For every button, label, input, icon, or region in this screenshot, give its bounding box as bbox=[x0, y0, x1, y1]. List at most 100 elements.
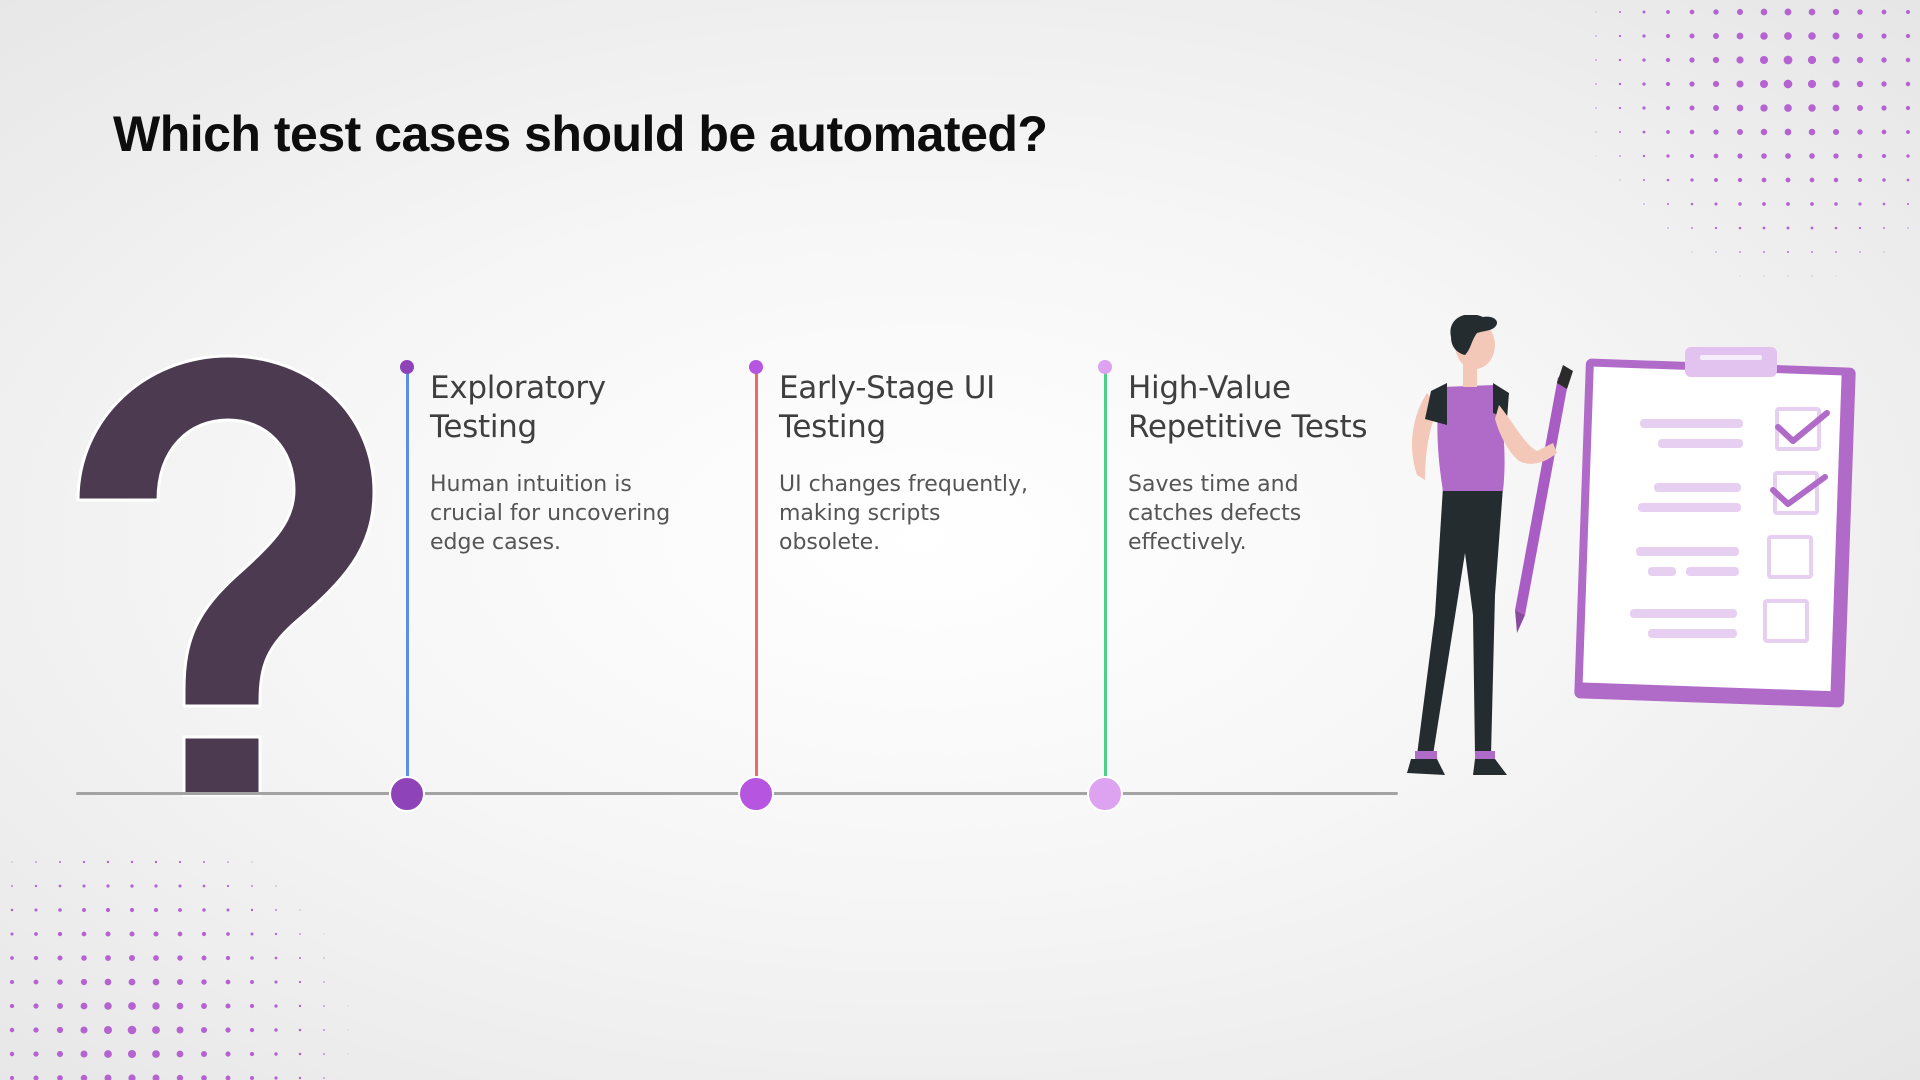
decorative-dot bbox=[1643, 203, 1645, 205]
decorative-dot bbox=[33, 979, 39, 985]
decorative-dot bbox=[1642, 10, 1646, 14]
decorative-dot bbox=[178, 884, 182, 888]
timeline-top-marker bbox=[400, 360, 414, 374]
decorative-dot bbox=[249, 1075, 255, 1080]
decorative-dot bbox=[10, 908, 14, 912]
decorative-dot bbox=[1832, 80, 1840, 88]
decorative-dot bbox=[178, 908, 182, 912]
decorative-dot bbox=[104, 1050, 112, 1058]
decorative-dot bbox=[274, 1028, 278, 1032]
decorative-dot bbox=[1736, 56, 1744, 64]
decorative-dot bbox=[1832, 56, 1840, 64]
decorative-dot bbox=[106, 860, 110, 864]
decorative-dot bbox=[347, 1029, 349, 1031]
decorative-dot bbox=[225, 1075, 231, 1080]
decorative-dot bbox=[105, 907, 111, 913]
decorative-dot bbox=[1833, 153, 1839, 159]
decorative-dot bbox=[201, 1003, 207, 1009]
decorative-dot bbox=[128, 978, 136, 986]
decorative-dot bbox=[1595, 83, 1597, 85]
decorative-dot bbox=[323, 1005, 325, 1007]
decorative-dot bbox=[1761, 153, 1767, 159]
decorative-dot bbox=[1642, 58, 1646, 62]
decorative-dot bbox=[1642, 130, 1646, 134]
decorative-dot bbox=[80, 1026, 88, 1034]
decorative-dot bbox=[1619, 131, 1621, 133]
decorative-dot bbox=[176, 1026, 184, 1034]
decorative-dot bbox=[250, 980, 254, 984]
decorative-dot bbox=[1761, 177, 1767, 183]
decorative-dot bbox=[274, 1052, 278, 1056]
page-title: Which test cases should be automated? bbox=[113, 106, 1048, 162]
decorative-dot bbox=[1714, 226, 1718, 230]
decorative-dot bbox=[1906, 202, 1910, 206]
decorative-dot bbox=[1690, 178, 1694, 182]
decorative-dot bbox=[1618, 82, 1622, 86]
decorative-dot bbox=[1811, 275, 1813, 277]
decorative-dot bbox=[1619, 155, 1621, 157]
decorative-dot bbox=[56, 1002, 64, 1010]
decorative-dot-pattern-top-right bbox=[1595, 8, 1911, 277]
decorative-dot bbox=[1689, 105, 1695, 111]
decorative-dot bbox=[1858, 178, 1862, 182]
decorative-dot bbox=[226, 932, 230, 936]
decorative-dot bbox=[249, 1003, 255, 1009]
decorative-dot bbox=[1738, 226, 1742, 230]
decorative-dot bbox=[154, 884, 158, 888]
decorative-dot bbox=[129, 955, 135, 961]
decorative-dot bbox=[127, 1049, 137, 1059]
decorative-dot bbox=[1691, 251, 1693, 253]
decorative-dot bbox=[1832, 32, 1840, 40]
decorative-dot bbox=[177, 955, 183, 961]
decorative-dot bbox=[1689, 33, 1695, 39]
decorative-dot bbox=[275, 885, 277, 887]
decorative-dot bbox=[34, 932, 38, 936]
decorative-dot bbox=[178, 860, 182, 864]
item-description: UI changes frequently, making scripts ob… bbox=[779, 472, 1028, 555]
decorative-dot bbox=[9, 1051, 15, 1057]
timeline-bottom-marker bbox=[738, 776, 774, 812]
decorative-dot bbox=[1787, 275, 1789, 277]
decorative-dot bbox=[1858, 226, 1862, 230]
decorative-dot bbox=[104, 1026, 112, 1034]
decorative-dot bbox=[1595, 107, 1597, 109]
decorative-dot bbox=[250, 932, 254, 936]
decorative-dot bbox=[9, 1003, 15, 1009]
decorative-dot bbox=[35, 861, 37, 863]
decorative-dot bbox=[202, 908, 206, 912]
decorative-dot bbox=[80, 1050, 88, 1058]
decorative-dot bbox=[34, 884, 38, 888]
decorative-dot bbox=[202, 884, 206, 888]
decorative-dot bbox=[1882, 202, 1886, 206]
decorative-dot bbox=[1739, 251, 1741, 253]
decorative-dot bbox=[249, 1027, 255, 1033]
decorative-dot bbox=[1736, 104, 1744, 112]
item-title: Early-Stage UI Testing bbox=[779, 370, 995, 445]
decorative-dot bbox=[201, 931, 207, 937]
decorative-dot bbox=[57, 955, 63, 961]
decorative-dot bbox=[1882, 178, 1886, 182]
timeline-stem bbox=[406, 368, 409, 794]
timeline-baseline bbox=[76, 792, 1398, 795]
decorative-dot bbox=[80, 1074, 88, 1080]
decorative-dot bbox=[57, 979, 63, 985]
item-description: Human intuition is crucial for uncoverin… bbox=[430, 472, 671, 555]
decorative-dot bbox=[1807, 79, 1817, 89]
decorative-dot bbox=[105, 955, 111, 961]
decorative-dot bbox=[1859, 251, 1861, 253]
decorative-dot bbox=[57, 931, 63, 937]
question-mark-icon bbox=[76, 354, 376, 797]
timeline-stem bbox=[755, 368, 758, 794]
decorative-dot bbox=[201, 1075, 207, 1080]
decorative-dot bbox=[323, 1053, 325, 1055]
decorative-dot bbox=[1906, 130, 1910, 134]
decorative-dot bbox=[299, 909, 301, 911]
decorative-dot bbox=[1906, 10, 1910, 14]
decorative-dot bbox=[1832, 104, 1840, 112]
decorative-dot bbox=[10, 956, 14, 960]
decorative-dot bbox=[1666, 178, 1670, 182]
decorative-dot bbox=[1665, 33, 1671, 39]
decorative-dot bbox=[56, 1050, 64, 1058]
timeline-bottom-marker bbox=[389, 776, 425, 812]
decorative-dot bbox=[203, 861, 205, 863]
